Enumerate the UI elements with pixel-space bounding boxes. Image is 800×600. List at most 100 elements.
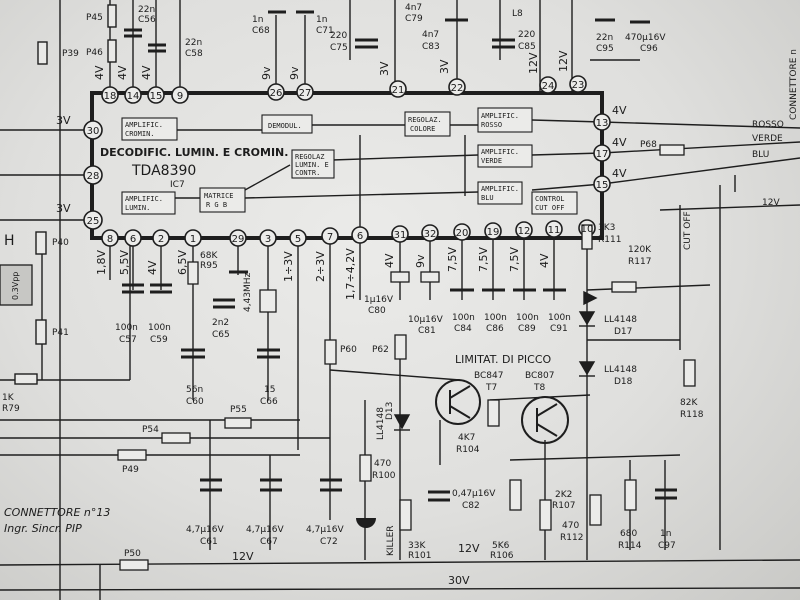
cap-c86-value: 100n — [484, 313, 507, 323]
diode-d18-ref: D18 — [614, 377, 633, 387]
pin-26: 26 — [270, 88, 283, 99]
block-control-2: CUT OFF — [535, 204, 565, 212]
part-p41: P41 — [52, 328, 69, 338]
res-r100-value: 470 — [374, 459, 391, 469]
part-p54: P54 — [142, 425, 159, 435]
volt-top-2: 4V — [116, 65, 129, 80]
res-r107-ref: R107 — [552, 501, 575, 511]
cap-c91-value: 100n — [548, 313, 571, 323]
cap-c81-value: 10μ16V — [408, 315, 444, 325]
cap-c67-ref: C67 — [260, 537, 278, 547]
part-p49: P49 — [122, 465, 139, 475]
res-r107-value: 2K2 — [555, 490, 572, 500]
cap-c59-value: 100n — [148, 323, 171, 333]
diode-d13-ref: D13 — [385, 402, 395, 420]
filter-c1-ref: C65 — [212, 330, 230, 340]
filter-c2-ref: C60 — [186, 397, 204, 407]
res-r114-value: 680 — [620, 529, 637, 539]
cap-c72-value: 4,7μ16V — [306, 525, 344, 535]
cap-c83-ref: C83 — [422, 42, 440, 52]
cap-c67-value: 4,7μ16V — [246, 525, 284, 535]
volt-bottom-10: 7,5V — [446, 247, 459, 272]
res-r112-value: 470 — [562, 521, 579, 531]
block-amp-lumin-2: LUMIN. — [125, 204, 150, 212]
volt-top-3: 4V — [140, 65, 153, 80]
pin-22: 22 — [451, 83, 464, 94]
filter-c2-value: 56n — [186, 385, 203, 395]
cap-c80-value: 1μ16V — [364, 295, 394, 305]
volt-pin17: 4V — [612, 136, 627, 149]
volt-bottom-7: 1,7÷4,2V — [344, 248, 357, 300]
res-r111-ref: R111 — [598, 235, 621, 245]
volt-bottom-3: 4V — [146, 260, 159, 275]
pin-24: 24 — [542, 81, 555, 92]
rail-12v-a: 12V — [232, 550, 254, 563]
diode-d13-value: LL4148 — [376, 407, 386, 440]
cap-c61-value: 4,7μ16V — [186, 525, 224, 535]
diode-d17-value: LL4148 — [604, 315, 637, 325]
block-regol-lumin-3: CONTR. — [295, 169, 320, 177]
volt-top-1: 4V — [93, 65, 106, 80]
cap-c79-value: 4n7 — [405, 3, 422, 13]
res-r117-value: 120K — [628, 245, 652, 255]
res-r106-ref: R106 — [490, 551, 514, 561]
connector-side-label: CONNETTORE n — [789, 49, 799, 120]
pin-6b: 6 — [357, 231, 363, 242]
cap-c75-value: 220 — [330, 31, 347, 41]
volt-top-6: 3V — [378, 61, 391, 76]
filter-r-value: 68K — [200, 251, 218, 261]
block-demod: DEMODUL. — [268, 122, 302, 130]
pin-20: 20 — [456, 228, 469, 239]
cap-c89-ref: C89 — [518, 324, 536, 334]
res-r106-value: 5K6 — [492, 541, 510, 551]
ic-ref: IC7 — [170, 180, 185, 190]
pin-11: 11 — [548, 225, 561, 236]
volt-bottom-5: 1÷3V — [282, 251, 295, 282]
pin-19: 19 — [487, 227, 500, 238]
crystal-cap-ref: C66 — [260, 397, 278, 407]
cap-c84-ref: C84 — [454, 324, 472, 334]
cap-c89-value: 100n — [516, 313, 539, 323]
block-control-1: CONTROL — [535, 195, 565, 203]
signal-12v: 12V — [762, 198, 780, 208]
block-amp-lumin-1: AMPLIFIC. — [125, 195, 163, 203]
ic-title: DECODIFIC. LUMIN. E CROMIN. — [100, 146, 288, 159]
pin-3: 3 — [265, 234, 271, 245]
volt-top-7: 3V — [438, 59, 451, 74]
volt-bottom-4: 6,5V — [176, 250, 189, 275]
pin-28: 28 — [87, 171, 100, 182]
filter-c1-value: 2n2 — [212, 318, 229, 328]
pin-30: 30 — [87, 126, 100, 137]
res-r118-ref: R118 — [680, 410, 704, 420]
rail-12v-b: 12V — [458, 542, 480, 555]
part-p62: P62 — [372, 345, 389, 355]
res-r104-ref: R104 — [456, 445, 480, 455]
res-r112-ref: R112 — [560, 533, 583, 543]
signal-blu: BLU — [752, 150, 769, 160]
part-p40: P40 — [52, 238, 69, 248]
part-p39: P39 — [62, 49, 79, 59]
cap-c97-value: 1n — [660, 529, 671, 539]
cap-c83-value: 4n7 — [422, 30, 439, 40]
transistor-t7-ref: T7 — [485, 383, 497, 393]
res-r100-ref: R100 — [372, 471, 396, 481]
volt-bottom-12: 7,5V — [508, 247, 521, 272]
cap-c58-value: 22n — [185, 38, 202, 48]
block-regol-colore-2: COLORE — [410, 125, 435, 133]
volt-pin25: 3V — [56, 202, 71, 215]
transistor-t8-value: BC807 — [525, 371, 554, 381]
cap-c81-ref: C81 — [418, 326, 436, 336]
res-r79-ref: R79 — [2, 404, 20, 414]
cap-c71-ref: C71 — [316, 26, 334, 36]
res-r111-value: 3K3 — [598, 223, 615, 233]
cap-c56-ref: C56 — [138, 15, 156, 25]
volt-bottom-1: 1,8V — [95, 250, 108, 275]
block-matrice-2: R G B — [206, 201, 227, 209]
block-regol-lumin-2: LUMIN. E — [295, 161, 329, 169]
signal-verde: VERDE — [752, 134, 783, 144]
cap-c57-value: 100n — [115, 323, 138, 333]
block-amp-verde-2: VERDE — [481, 157, 502, 165]
part-l8: L8 — [512, 9, 523, 19]
